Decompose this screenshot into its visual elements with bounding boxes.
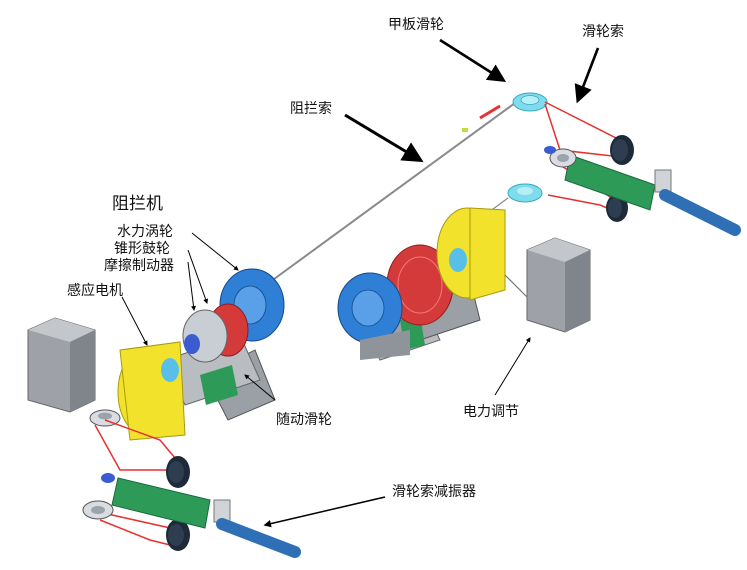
damper-assembly-bottom bbox=[82, 456, 301, 558]
label-friction-brake: 摩擦制动器 bbox=[104, 258, 174, 274]
label-arresting-cable: 阻拦索 bbox=[290, 101, 332, 117]
damper-assembly-top bbox=[544, 135, 741, 236]
arresting-machine-left bbox=[117, 268, 285, 441]
arresting-machine-right bbox=[337, 207, 531, 361]
label-follower-sheave: 随动滑轮 bbox=[276, 412, 332, 428]
arresting-cable bbox=[269, 102, 516, 283]
label-arresting-machine: 阻拦机 bbox=[112, 194, 163, 214]
power-cabinet-left bbox=[27, 317, 96, 413]
deck-sheave bbox=[512, 92, 548, 112]
label-induction-motor: 感应电机 bbox=[67, 283, 123, 299]
label-power-regulation: 电力调节 bbox=[463, 404, 519, 420]
label-sheave-cable: 滑轮索 bbox=[582, 24, 624, 40]
label-water-turbine: 水力涡轮 bbox=[117, 224, 173, 240]
label-deck-sheave: 甲板滑轮 bbox=[388, 17, 444, 33]
label-cable-damper: 滑轮索减振器 bbox=[392, 484, 476, 500]
power-cabinet-right bbox=[526, 237, 591, 333]
label-cone-drum: 锥形鼓轮 bbox=[114, 241, 170, 257]
leader-arrows bbox=[121, 38, 600, 528]
